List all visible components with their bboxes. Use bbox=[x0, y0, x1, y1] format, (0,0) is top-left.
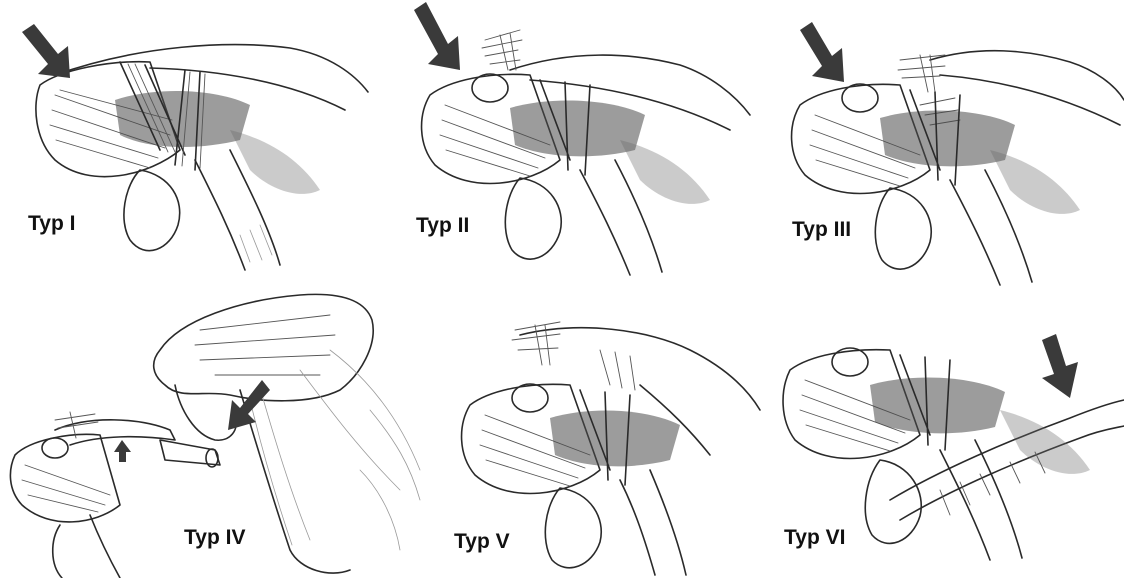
panel-label: Typ I bbox=[28, 212, 75, 236]
panel-label: Typ VI bbox=[784, 526, 845, 550]
panel-typ-1: Typ I bbox=[0, 0, 370, 290]
arrow-icon bbox=[780, 0, 1124, 290]
panel-label: Typ III bbox=[792, 218, 851, 242]
panel-typ-5: Typ V bbox=[450, 290, 770, 578]
panel-typ-2: Typ II bbox=[390, 0, 760, 290]
panel-label: Typ II bbox=[416, 214, 469, 238]
panel-label: Typ IV bbox=[184, 526, 245, 550]
panel-typ-3: Typ III bbox=[780, 0, 1124, 290]
arrow-icon bbox=[0, 0, 370, 290]
panel-label: Typ V bbox=[454, 530, 510, 554]
arrow-icon bbox=[390, 0, 760, 290]
panel-typ-6: Typ VI bbox=[780, 290, 1124, 578]
panel-typ-4: Typ IV bbox=[0, 290, 440, 578]
